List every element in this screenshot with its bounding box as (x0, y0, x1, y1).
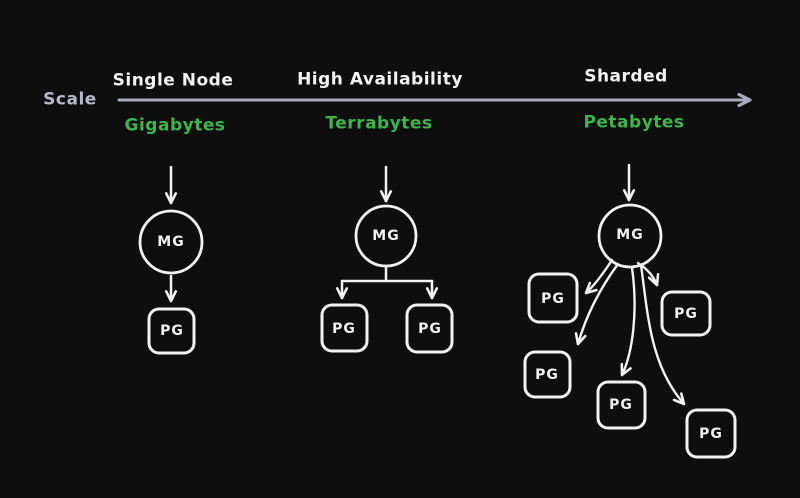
pg-node-label: PG (418, 321, 442, 337)
arrow-to-shard-5 (639, 263, 686, 406)
pg-box (147, 307, 196, 355)
pg-box-shard-5 (685, 408, 737, 459)
capacity-terrabytes: Terrabytes (325, 113, 433, 134)
pg-node-label: PG (699, 426, 723, 442)
pg-box-left (320, 303, 369, 353)
pg-node-label: PG (535, 367, 559, 383)
column-title-sharded: Sharded (584, 66, 668, 87)
pg-node-label: PG (160, 323, 184, 339)
pg-box-right (405, 303, 454, 354)
mg-node-label: MG (157, 234, 185, 250)
column-title-high-availability: High Availability (297, 69, 463, 90)
pg-box-shard-1 (527, 272, 579, 324)
pg-node-label: PG (609, 397, 633, 413)
pg-node-label: PG (332, 321, 356, 337)
capacity-gigabytes: Gigabytes (124, 115, 226, 136)
mg-circle (138, 209, 204, 275)
mg-circle (597, 203, 663, 269)
arrow-to-shard-4 (620, 266, 636, 377)
capacity-petabytes: Petabytes (583, 112, 685, 133)
mg-node-label: MG (372, 228, 400, 244)
pg-box-shard-4 (596, 380, 647, 430)
pg-box-shard-2 (660, 290, 712, 337)
scale-axis-label: Scale (43, 89, 97, 110)
single-node-diagram (138, 165, 204, 355)
column-title-single-node: Single Node (112, 70, 234, 91)
mg-node-label: MG (616, 227, 644, 243)
high-availability-diagram (320, 165, 454, 354)
arrow-to-shard-1 (584, 258, 614, 295)
pg-node-label: PG (541, 291, 565, 307)
sharded-diagram (523, 163, 737, 459)
arrow-to-shard-3 (574, 262, 620, 346)
pg-box-shard-3 (523, 350, 572, 399)
pg-node-label: PG (674, 306, 698, 322)
branch-connector (340, 264, 434, 283)
